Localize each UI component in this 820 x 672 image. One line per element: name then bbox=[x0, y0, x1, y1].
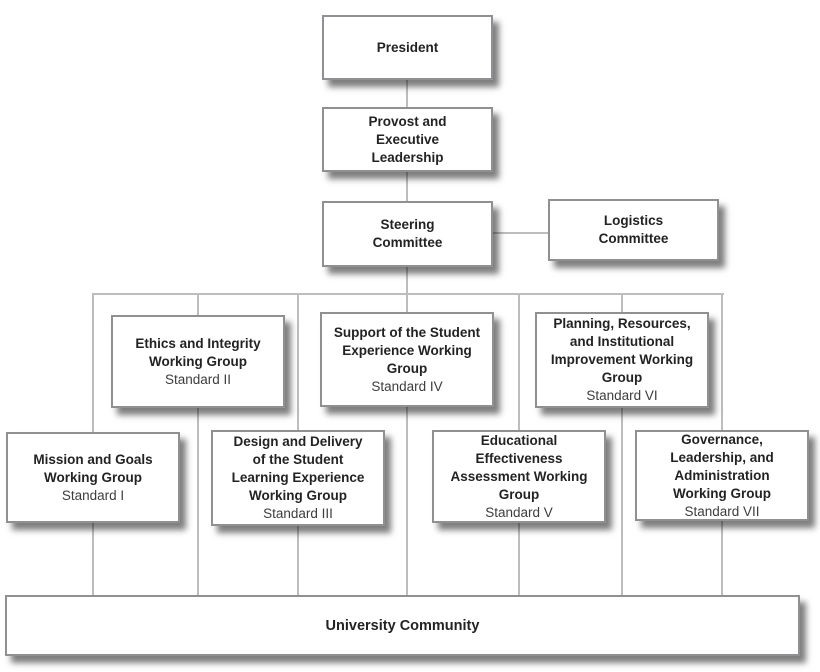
node-educational-effectiveness-working-group: Educational Effectiveness Assessment Wor… bbox=[432, 430, 606, 523]
node-planning-resources-working-group: Planning, Resources, and Institutional I… bbox=[535, 312, 709, 408]
node-governance-standard: Standard VII bbox=[684, 503, 760, 519]
edge-distribution-bus bbox=[92, 293, 724, 295]
node-support-label: Support of the Student Experience Workin… bbox=[333, 324, 481, 376]
node-provost-executive-leadership: Provost and Executive Leadership bbox=[322, 107, 493, 172]
node-design-label: Design and Delivery of the Student Learn… bbox=[231, 434, 365, 503]
node-steering-label: Steering Committee bbox=[372, 217, 443, 250]
node-ethics-working-group: Ethics and Integrity Working Group Stand… bbox=[111, 315, 285, 408]
edge-president-provost bbox=[406, 80, 408, 107]
node-governance-leadership-working-group: Governance, Leadership, and Administrati… bbox=[635, 430, 809, 521]
node-university-label: University Community bbox=[325, 617, 480, 634]
node-ethics-standard: Standard II bbox=[164, 371, 232, 387]
node-governance-label: Governance, Leadership, and Administrati… bbox=[670, 431, 774, 501]
node-logistics-committee: Logistics Committee bbox=[548, 199, 719, 261]
node-mission-standard: Standard I bbox=[61, 487, 125, 503]
node-design-delivery-working-group: Design and Delivery of the Student Learn… bbox=[211, 430, 385, 526]
node-provost-label: Provost and Executive Leadership bbox=[368, 113, 447, 165]
node-ethics-label: Ethics and Integrity Working Group bbox=[135, 335, 261, 369]
node-student-experience-working-group: Support of the Student Experience Workin… bbox=[320, 312, 494, 407]
edge-column-ethics bbox=[197, 293, 199, 597]
node-educational-standard: Standard V bbox=[485, 504, 553, 520]
edge-steering-logistics bbox=[493, 232, 548, 234]
node-president: President bbox=[322, 15, 493, 80]
node-planning-standard: Standard VI bbox=[586, 388, 658, 403]
node-steering-committee: Steering Committee bbox=[322, 201, 493, 267]
node-mission-label: Mission and Goals Working Group bbox=[33, 451, 153, 485]
edge-column-support bbox=[406, 267, 408, 597]
node-mission-goals-working-group: Mission and Goals Working Group Standard… bbox=[6, 432, 180, 523]
node-design-standard: Standard III bbox=[263, 506, 333, 521]
node-support-standard: Standard IV bbox=[371, 378, 443, 394]
node-educational-label: Educational Effectiveness Assessment Wor… bbox=[450, 432, 588, 502]
node-president-label: President bbox=[376, 39, 439, 55]
edge-column-planning bbox=[621, 293, 623, 597]
edge-provost-steering bbox=[406, 172, 408, 201]
node-university-community: University Community bbox=[5, 595, 800, 656]
node-logistics-label: Logistics Committee bbox=[598, 213, 669, 246]
node-planning-label: Planning, Resources, and Institutional I… bbox=[550, 316, 694, 385]
